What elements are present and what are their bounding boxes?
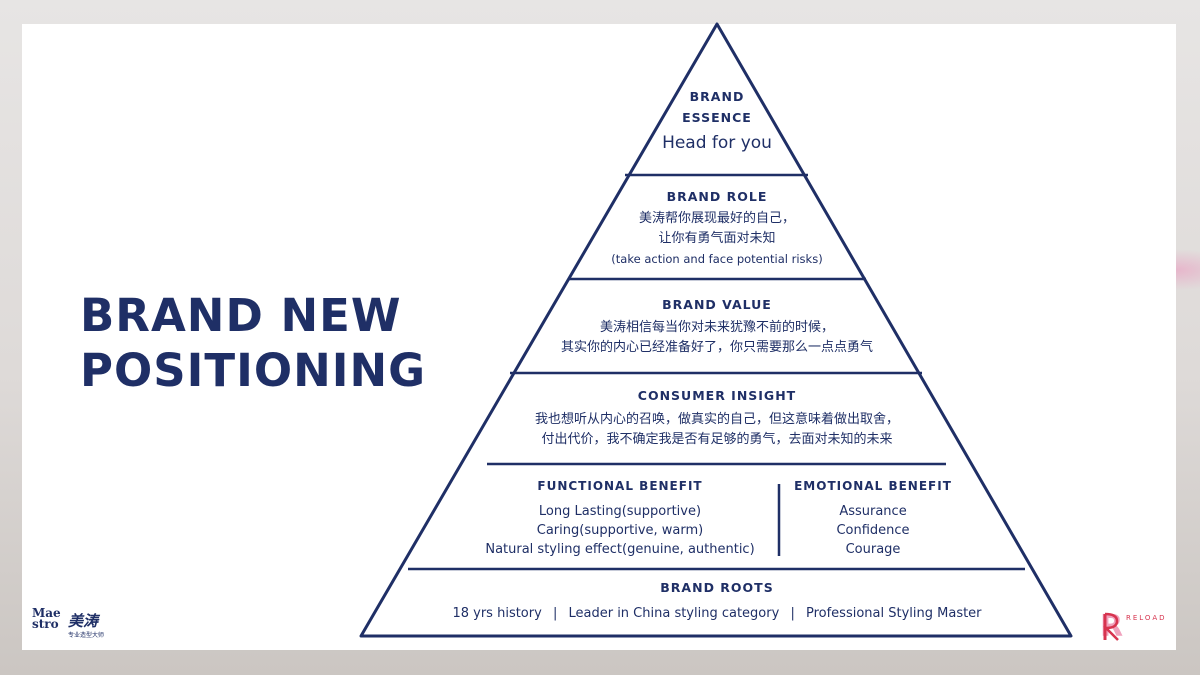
essence-text: Head for you [662,133,772,153]
essence-heading-2: ESSENCE [682,110,752,125]
insight-line-2: 付出代价，我不确定我是否有足够的勇气，去面对未知的未来 [541,432,893,447]
maestro-logo: Maestro 美涛 专业造型大师 [32,606,112,644]
slide-card [22,24,1176,650]
role-line-3: (take action and face potential risks) [611,252,823,266]
value-line-2: 其实你的内心已经准备好了，你只需要那么一点点勇气 [560,340,873,355]
reload-r-icon: R [1100,609,1123,644]
roots-item: Professional Styling Master [805,606,982,621]
maestro-zh-wordmark: 美涛 [68,612,99,630]
role-heading: BRAND ROLE [666,189,768,204]
insight-heading: CONSUMER INSIGHT [637,388,797,403]
emotional-item: Assurance [839,504,907,519]
functional-item: Natural styling effect(genuine, authenti… [485,542,755,557]
title-line-1: BRAND NEW [80,289,402,342]
roots-item: Leader in China styling category [568,606,780,621]
roots-separator: | [790,606,795,621]
roots-row: 18 yrs history | Leader in China styling… [417,604,1017,623]
maestro-wordmark: Maestro [32,606,61,631]
roots-item: 18 yrs history [452,606,542,621]
roots-separator: | [552,606,558,621]
emotional-item: Courage [845,542,901,557]
emotional-heading: EMOTIONAL BENEFIT [794,479,952,493]
value-heading: BRAND VALUE [662,297,772,312]
role-line-1: 美涛帮你展现最好的自己， [638,211,795,226]
page-title: BRAND NEW POSITIONING [80,288,426,398]
title-line-2: POSITIONING [80,344,427,397]
role-line-2: 让你有勇气面对未知 [658,231,776,246]
reload-wordmark: RELOAD [1126,614,1167,622]
maestro-tagline: 专业造型大师 [68,632,105,639]
essence-heading-1: BRAND [689,89,745,104]
roots-heading: BRAND ROOTS [660,580,774,595]
functional-item: Caring(supportive, warm) [536,523,704,538]
reload-logo: R RELOAD [1098,606,1188,646]
functional-item: Long Lasting(supportive) [538,504,702,519]
functional-heading: FUNCTIONAL BENEFIT [537,479,703,493]
value-line-1: 美涛相信每当你对未来犹豫不前的时候， [599,320,834,335]
insight-line-1: 我也想听从内心的召唤，做真实的自己，但这意味着做出取舍， [534,412,899,427]
emotional-item: Confidence [836,523,910,538]
